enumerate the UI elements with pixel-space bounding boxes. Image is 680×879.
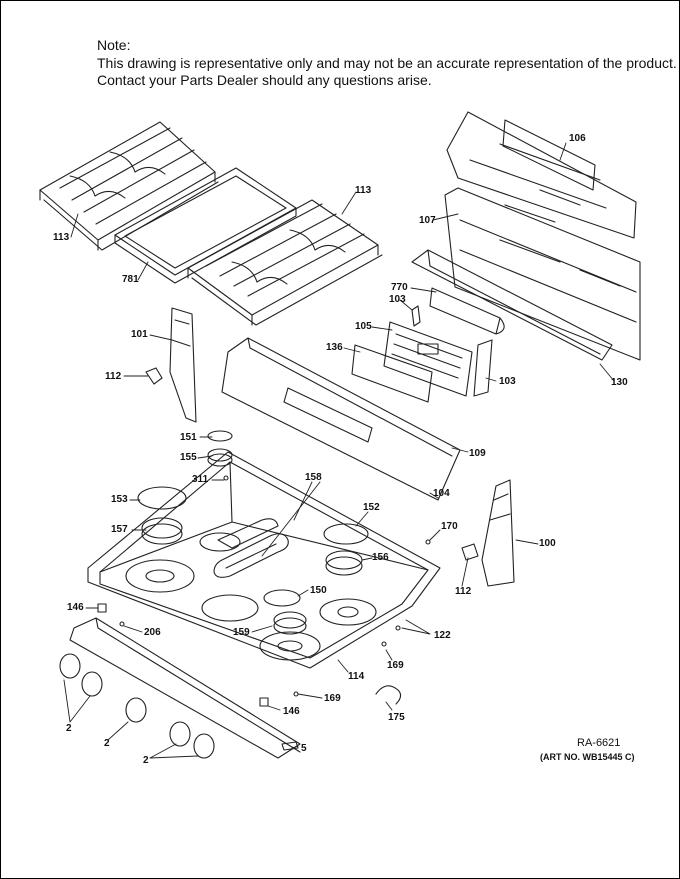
overlay-bracket [429, 287, 505, 335]
cooktop [87, 451, 441, 669]
backguard-top-panel [446, 111, 637, 239]
callout-152: 152 [363, 502, 380, 513]
burner-rings [125, 532, 377, 661]
control-knobs [59, 653, 215, 759]
burner-head-159 [273, 611, 307, 635]
griddle [114, 167, 297, 284]
callout-105: 105 [355, 321, 372, 332]
callout-113-left: 113 [53, 232, 70, 243]
callout-5: 5 [301, 743, 307, 754]
callout-159: 159 [233, 627, 250, 638]
callout-169-lower: 169 [324, 693, 341, 704]
callout-170: 170 [441, 521, 458, 532]
burner-head-157 [141, 517, 183, 545]
backguard-lower-panel [444, 187, 641, 361]
callout-113-right: 113 [355, 185, 372, 196]
left-burner-grate [39, 121, 219, 251]
callout-112-left: 112 [105, 371, 122, 382]
callout-158: 158 [305, 472, 322, 483]
callout-103-right: 103 [499, 376, 516, 387]
control-bracket-left [411, 305, 421, 327]
callout-156: 156 [372, 552, 389, 563]
callout-2-left: 2 [66, 723, 72, 734]
right-burner-grate [187, 199, 383, 326]
callout-114: 114 [348, 671, 365, 682]
burner-cap-152 [323, 523, 369, 545]
callout-103-left: 103 [389, 294, 406, 305]
callout-101: 101 [131, 329, 148, 340]
valve-bracket-left [145, 367, 163, 385]
callout-109: 109 [469, 448, 486, 459]
burner-cap-151 [207, 430, 233, 442]
callout-104: 104 [433, 488, 450, 499]
callout-122: 122 [434, 630, 451, 641]
disclaimer-note: Note: This drawing is representative onl… [97, 37, 677, 90]
callout-157: 157 [111, 524, 128, 535]
callout-107: 107 [419, 215, 436, 226]
art-number: (ART NO. WB15445 C) [540, 752, 635, 762]
control-board [383, 321, 473, 397]
callout-175: 175 [388, 712, 405, 723]
side-trim-right [481, 479, 515, 587]
small-fasteners [97, 475, 431, 751]
callout-130: 130 [611, 377, 628, 388]
leader-lines [63, 142, 615, 759]
callout-146-bottom: 146 [283, 706, 300, 717]
burner-cap-150 [263, 589, 301, 607]
note-line-1: This drawing is representative only and … [97, 54, 677, 71]
burner-cap-153 [137, 486, 187, 510]
callout-100: 100 [539, 538, 556, 549]
callout-155: 155 [180, 452, 197, 463]
burner-head-156 [325, 550, 363, 576]
callout-136: 136 [326, 342, 343, 353]
burner-head-155 [207, 448, 233, 467]
callout-206: 206 [144, 627, 161, 638]
note-heading: Note: [97, 37, 131, 53]
callout-781: 781 [122, 274, 139, 285]
callout-153: 153 [111, 494, 128, 505]
callout-146-top: 146 [67, 602, 84, 613]
callout-311: 311 [192, 474, 209, 485]
callout-106: 106 [569, 133, 586, 144]
callout-150: 150 [310, 585, 327, 596]
callout-169-upper: 169 [387, 660, 404, 671]
callout-151: 151 [180, 432, 197, 443]
vent-trim [411, 249, 613, 361]
callout-2-right: 2 [143, 755, 149, 766]
callout-770: 770 [391, 282, 408, 293]
oval-burner [213, 518, 289, 578]
backsplash-panel [221, 337, 461, 501]
note-line-2: Contact your Parts Dealer should any que… [97, 72, 432, 88]
valve-bracket-right [461, 543, 479, 561]
side-trim-left [169, 307, 197, 423]
manifold-panel [69, 617, 301, 759]
control-bracket-right [473, 339, 493, 397]
control-overlay [351, 344, 433, 403]
callout-112-right: 112 [455, 586, 472, 597]
drawing-reference: RA-6621 [577, 737, 621, 749]
callout-2-middle: 2 [104, 738, 110, 749]
